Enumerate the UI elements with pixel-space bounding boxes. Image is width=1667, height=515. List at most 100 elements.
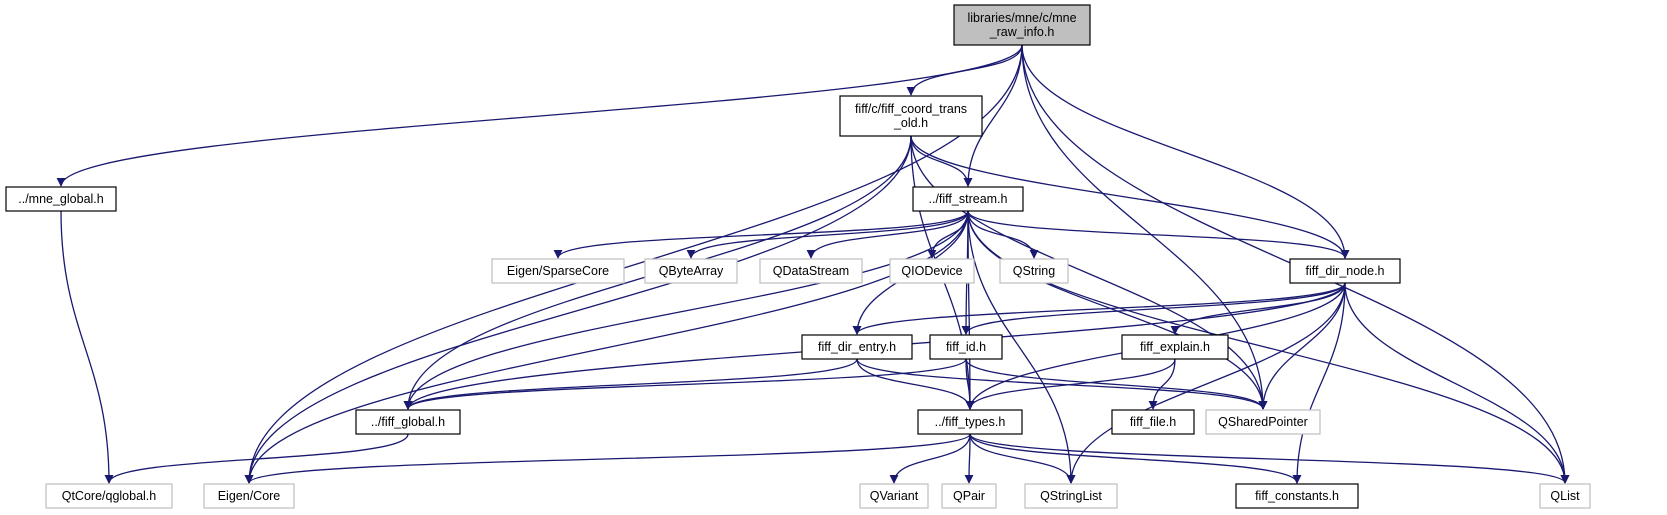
node-box	[5, 186, 117, 212]
node-fiff-file[interactable]: fiff_file.h	[1111, 409, 1195, 435]
node-label: fiff/c/fiff_coord_trans	[855, 102, 967, 116]
node-label: QByteArray	[659, 264, 724, 278]
node-mne-raw-info[interactable]: libraries/mne/c/mne_raw_info.h	[953, 4, 1091, 46]
node-box	[839, 95, 983, 137]
node-qstringlist[interactable]: QStringList	[1024, 483, 1118, 509]
node-qpair[interactable]: QPair	[941, 483, 997, 509]
node-label: ../fiff_types.h	[935, 415, 1006, 429]
node-label: QStringList	[1040, 489, 1102, 503]
nodes-layer: libraries/mne/c/mne_raw_info.h fiff/c/fif…	[5, 4, 1591, 509]
node-label: fiff_explain.h	[1140, 340, 1210, 354]
node-label: fiff_dir_node.h	[1306, 264, 1385, 278]
edge-fiff_dir_node-to-qstringlist	[1066, 282, 1346, 484]
node-label: fiff_id.h	[946, 340, 986, 354]
edge-mne_global-to-qtcore_qglobal	[60, 210, 114, 484]
edge-fiff_types-to-qvariant	[889, 433, 971, 484]
node-fiff-constants[interactable]: fiff_constants.h	[1235, 483, 1359, 509]
node-label: Eigen/SparseCore	[507, 264, 609, 278]
node-box	[801, 334, 913, 360]
edge-fiff_stream-to-qdatastream	[806, 210, 969, 259]
node-box	[941, 483, 997, 509]
node-label: ../fiff_stream.h	[929, 192, 1008, 206]
edge-fiff_types-to-qlist	[969, 433, 1570, 484]
node-box	[1121, 334, 1229, 360]
node-box	[1205, 409, 1321, 435]
node-fiff-types[interactable]: ../fiff_types.h	[917, 409, 1023, 435]
node-box	[953, 4, 1091, 46]
edge-fiff_types-to-eigen_core	[244, 433, 971, 484]
node-box	[203, 483, 295, 509]
node-label: ../fiff_global.h	[371, 415, 445, 429]
node-box	[644, 258, 738, 284]
edge-mne_raw_info-to-fiff_stream	[963, 44, 1023, 187]
edge-fiff_coord_trans-to-qsharedpointer	[910, 135, 1268, 410]
node-label: QIODevice	[901, 264, 962, 278]
edge-fiff_types-to-qpair	[964, 433, 974, 484]
edge-fiff_stream-to-fiff_dir_node	[967, 210, 1350, 259]
edge-fiff_types-to-qstringlist	[969, 433, 1076, 484]
node-fiff-dir-node[interactable]: fiff_dir_node.h	[1289, 258, 1401, 284]
node-qdatastream[interactable]: QDataStream	[759, 258, 863, 284]
node-qvariant[interactable]: QVariant	[859, 483, 929, 509]
node-label: QList	[1550, 489, 1580, 503]
node-label: _raw_info.h	[989, 25, 1055, 39]
node-box	[759, 258, 863, 284]
node-mne-global[interactable]: ../mne_global.h	[5, 186, 117, 212]
node-fiff-id[interactable]: fiff_id.h	[929, 334, 1003, 360]
node-label: QPair	[953, 489, 985, 503]
node-box	[889, 258, 975, 284]
edge-fiff_dir_entry-to-fiff_global	[403, 358, 858, 410]
node-label: _old.h	[893, 116, 928, 130]
node-box	[917, 409, 1023, 435]
node-label: fiff_file.h	[1130, 415, 1176, 429]
node-fiff-coord-trans[interactable]: fiff/c/fiff_coord_trans_old.h	[839, 95, 983, 137]
node-box	[1539, 483, 1591, 509]
node-qsharedpointer[interactable]: QSharedPointer	[1205, 409, 1321, 435]
node-fiff-dir-entry[interactable]: fiff_dir_entry.h	[801, 334, 913, 360]
edge-fiff_explain-to-fiff_types	[965, 358, 1176, 410]
node-box	[999, 258, 1069, 284]
node-label: Eigen/Core	[218, 489, 281, 503]
edge-fiff_dir_node-to-qlist	[1344, 282, 1570, 484]
node-label: QSharedPointer	[1218, 415, 1308, 429]
node-eigen-sparse[interactable]: Eigen/SparseCore	[491, 258, 625, 284]
edge-fiff_dir_entry-to-qsharedpointer	[856, 358, 1268, 410]
node-qiodevice[interactable]: QIODevice	[889, 258, 975, 284]
edge-fiff_stream-to-qstringlist	[967, 210, 1076, 484]
node-qstring[interactable]: QString	[999, 258, 1069, 284]
node-label: QVariant	[870, 489, 919, 503]
node-qlist[interactable]: QList	[1539, 483, 1591, 509]
edge-fiff_stream-to-qbytearray	[686, 210, 969, 259]
edge-fiff_coord_trans-to-fiff_stream	[910, 135, 973, 187]
edge-fiff_coord_trans-to-eigen_core	[244, 135, 912, 484]
node-label: QtCore/qglobal.h	[62, 489, 157, 503]
node-label: fiff_constants.h	[1255, 489, 1339, 503]
edge-fiff_dir_node-to-fiff_explain	[1170, 282, 1346, 335]
node-fiff-explain[interactable]: fiff_explain.h	[1121, 334, 1229, 360]
edge-fiff_id-to-fiff_global	[403, 358, 967, 410]
node-label: libraries/mne/c/mne	[967, 11, 1076, 25]
node-qbytearray[interactable]: QByteArray	[644, 258, 738, 284]
edge-mne_raw_info-to-qsharedpointer	[1021, 44, 1268, 410]
node-box	[912, 186, 1024, 212]
edge-fiff_global-to-qtcore_qglobal	[104, 433, 409, 484]
node-box	[929, 334, 1003, 360]
node-box	[45, 483, 173, 509]
edge-fiff_dir_node-to-fiff_id	[961, 282, 1346, 335]
node-eigen-core[interactable]: Eigen/Core	[203, 483, 295, 509]
node-box	[859, 483, 929, 509]
node-qtcore-qglobal[interactable]: QtCore/qglobal.h	[45, 483, 173, 509]
node-box	[1235, 483, 1359, 509]
node-label: QDataStream	[773, 264, 849, 278]
edge-fiff_types-to-fiff_constants	[969, 433, 1302, 484]
edge-mne_raw_info-to-mne_global	[56, 44, 1023, 187]
node-label: QString	[1013, 264, 1055, 278]
edge-fiff_stream-to-qstring	[967, 210, 1039, 259]
node-fiff-global[interactable]: ../fiff_global.h	[355, 409, 461, 435]
edge-fiff_dir_entry-to-fiff_types	[856, 358, 975, 410]
edge-fiff_id-to-qsharedpointer	[965, 358, 1268, 410]
edge-mne_raw_info-to-fiff_dir_node	[1021, 44, 1350, 259]
node-fiff-stream[interactable]: ../fiff_stream.h	[912, 186, 1024, 212]
node-box	[355, 409, 461, 435]
